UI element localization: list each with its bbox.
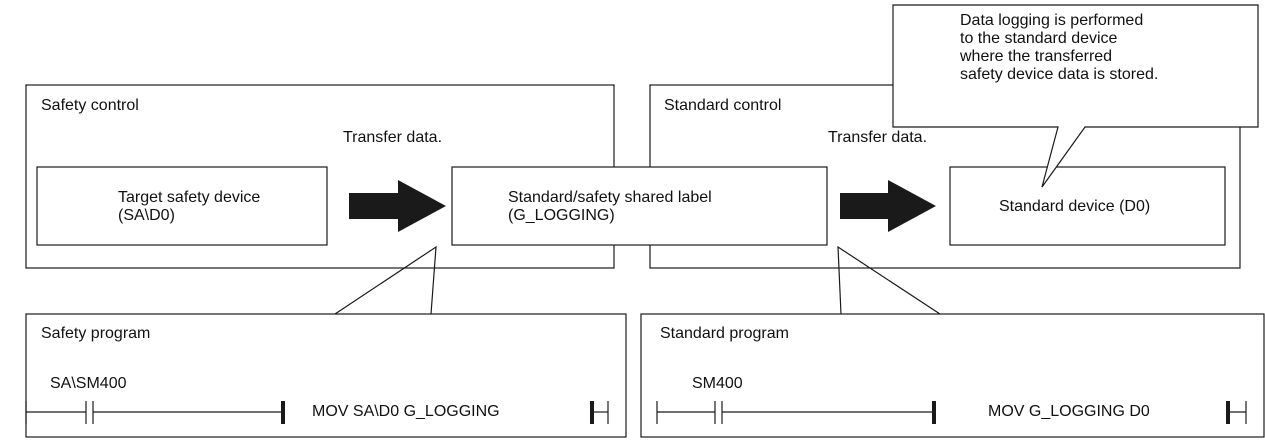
safety-program-panel	[25, 313, 627, 438]
safety-instruction-end-bar	[590, 401, 594, 424]
target-safety-device-id: (SA\D0)	[118, 207, 175, 224]
shared-label-box	[451, 166, 828, 246]
standard-instruction-start-bar	[932, 401, 936, 424]
shared-label-title: Standard/safety shared label	[508, 189, 712, 206]
callout-line-3: where the transferred	[960, 48, 1113, 65]
target-safety-device-box	[36, 166, 328, 246]
standard-transfer-label: Transfer data.	[828, 129, 928, 146]
standard-program-leader	[837, 245, 941, 315]
transfer-arrow-2	[840, 180, 936, 232]
standard-contact-label: SM400	[692, 375, 743, 392]
target-safety-device-label: Target safety device	[118, 189, 261, 206]
standard-control-title: Standard control	[664, 97, 782, 114]
standard-instruction-end-bar	[1226, 401, 1230, 424]
shared-label-id: (G_LOGGING)	[508, 207, 615, 224]
transfer-arrow-1	[349, 180, 446, 232]
standard-instruction: MOV G_LOGGING D0	[988, 403, 1150, 420]
standard-device-label: Standard device (D0)	[999, 198, 1151, 215]
safety-program-title: Safety program	[41, 325, 151, 342]
standard-program-title: Standard program	[660, 325, 789, 342]
callout-line-1: Data logging is performed	[960, 12, 1144, 29]
safety-instruction: MOV SA\D0 G_LOGGING	[312, 403, 500, 420]
callout-bubble	[892, 4, 1259, 188]
safety-contact-label: SA\SM400	[50, 375, 127, 392]
safety-instruction-start-bar	[281, 401, 285, 424]
standard-program-panel	[640, 313, 1265, 438]
callout-line-2: to the standard device	[960, 30, 1118, 47]
safety-program-leader	[334, 245, 437, 315]
callout-line-4: safety device data is stored.	[960, 66, 1159, 83]
standard-device-box	[949, 166, 1226, 246]
safety-transfer-label: Transfer data.	[343, 129, 443, 146]
safety-control-title: Safety control	[41, 97, 139, 114]
